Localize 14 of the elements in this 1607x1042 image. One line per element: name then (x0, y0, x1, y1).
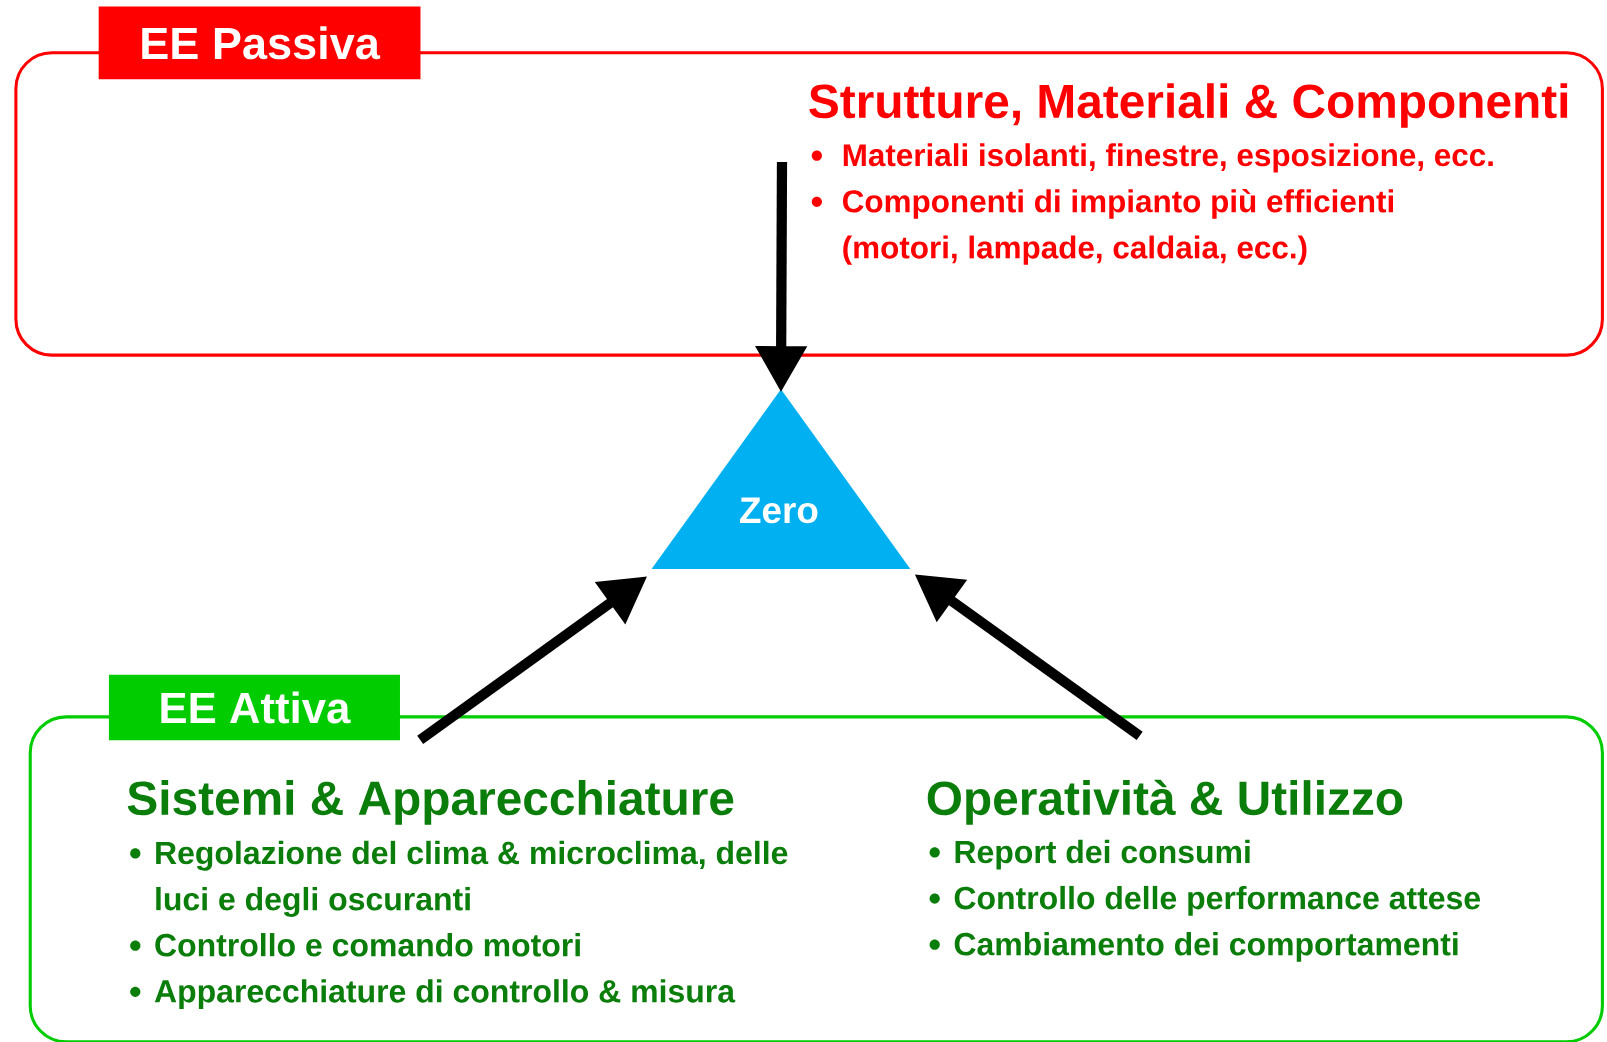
heading: Strutture, Materiali & Componenti (809, 83, 1568, 128)
bullet-text: Controllo delle performance attese (954, 885, 1480, 916)
bullet-text: Controllo e comando motori (155, 932, 580, 957)
bullet-text: Apparecchiature di controllo & misura (154, 979, 736, 1009)
bullet-text: Regolazione del clima & microclima, delle luci e degli oscuranti (156, 840, 788, 917)
bullet-text: Cambiamento dei comportamenti (954, 931, 1458, 962)
triangle: Zero (651, 389, 911, 569)
heading: Operatività & Utilizzo (927, 779, 1403, 825)
bullet-text: Report dei consumi (955, 839, 1250, 870)
heading: Sistemi & Apparecchiature (127, 780, 734, 825)
bullet-text: Materiali isolanti, finestre, esposizione, ecc. (843, 143, 1493, 173)
bullet-text: Componenti di impianto più efficienti (motori, lampade, caldaia, ecc.) (843, 188, 1393, 265)
heading-tab: EE Attiva (108, 674, 400, 741)
heading-tab: EE Passiva (98, 6, 421, 80)
